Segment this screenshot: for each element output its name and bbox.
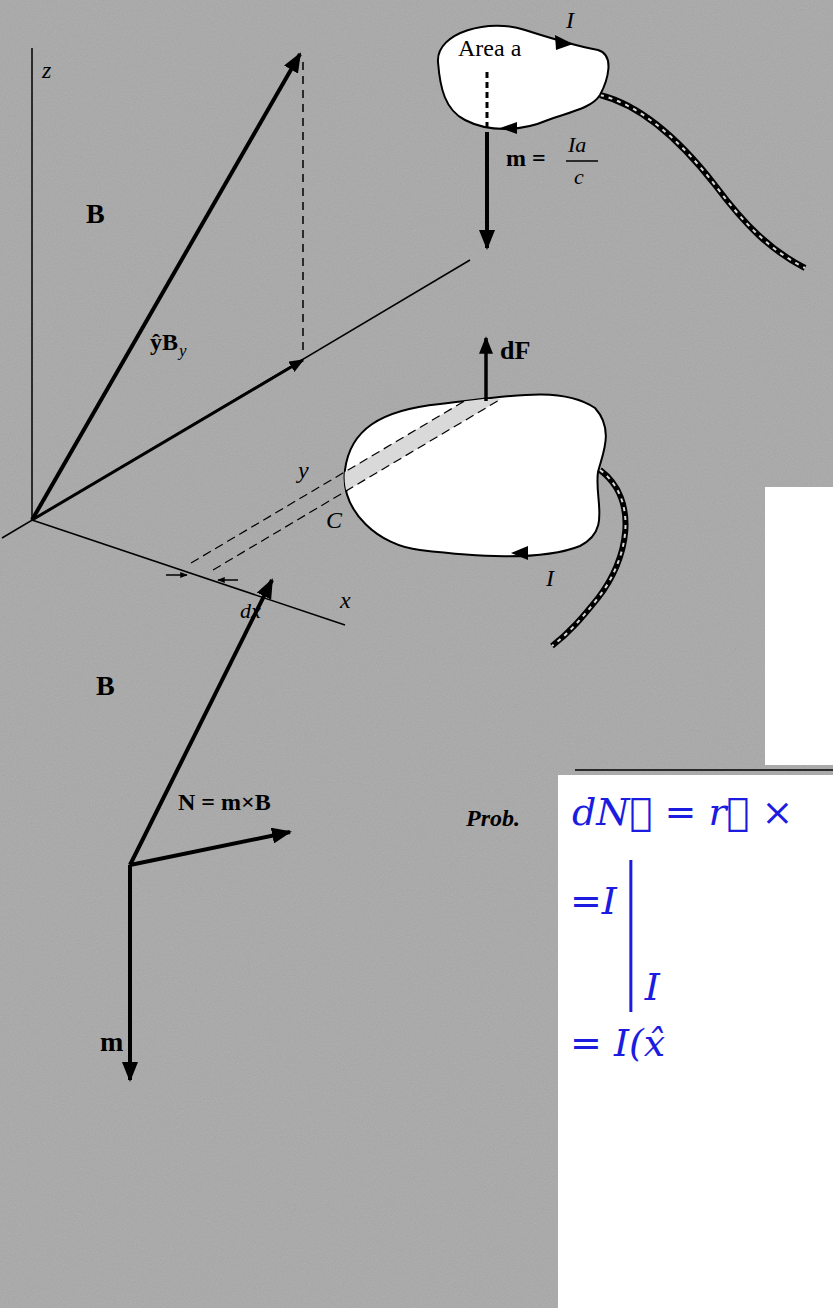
fraction-bar bbox=[566, 160, 598, 162]
current-arrowhead bbox=[500, 122, 517, 134]
equation-panel: dN⃗ = r⃗ × =I I = I(x̂ bbox=[558, 775, 833, 1308]
torque-label: N = m×B bbox=[178, 790, 271, 814]
matrix-entry: I bbox=[645, 968, 660, 1006]
axis-label: x bbox=[340, 588, 351, 612]
torque-vector bbox=[130, 832, 290, 865]
distance-label: y bbox=[298, 458, 309, 482]
width-arrow bbox=[218, 579, 238, 581]
twisted-wire bbox=[600, 95, 805, 268]
force-vector bbox=[484, 338, 488, 401]
current-arrowhead bbox=[511, 546, 528, 560]
vector-label: B bbox=[86, 200, 105, 228]
fraction-denominator: c bbox=[574, 166, 584, 188]
current-loop bbox=[345, 394, 606, 556]
moment-vector bbox=[485, 132, 489, 248]
force-label: dF bbox=[500, 338, 530, 364]
area-label: Area a bbox=[458, 36, 521, 60]
vector-label: B bbox=[96, 672, 115, 700]
z-axis bbox=[31, 48, 33, 520]
strip bbox=[191, 399, 501, 570]
current-label: I bbox=[546, 566, 554, 590]
node-outline bbox=[425, 4, 625, 144]
field-vector bbox=[130, 580, 272, 865]
width-arrow bbox=[166, 574, 187, 576]
width-label: dx bbox=[240, 600, 261, 622]
projection-line bbox=[302, 62, 304, 352]
field-vector bbox=[32, 54, 300, 520]
determinant-bar bbox=[629, 860, 632, 1012]
current-label: I bbox=[566, 8, 574, 32]
equation-line: dN⃗ = r⃗ × bbox=[572, 793, 793, 831]
axis-label: z bbox=[42, 58, 51, 82]
strip-edge bbox=[191, 399, 468, 563]
moment-label: m = bbox=[506, 146, 546, 170]
subscript: y bbox=[179, 342, 187, 359]
strip-edge bbox=[213, 399, 501, 570]
fraction-numerator: Ia bbox=[568, 134, 586, 156]
loop-outline bbox=[438, 26, 609, 129]
x-axis bbox=[32, 520, 345, 625]
twisted-wire bbox=[600, 95, 805, 268]
moment-vector bbox=[128, 865, 132, 1080]
normal-dashed-line bbox=[486, 72, 489, 130]
component-vector bbox=[32, 360, 303, 520]
curve-label: C bbox=[326, 508, 342, 532]
rule-line bbox=[575, 769, 833, 771]
vector-label: ŷB bbox=[150, 330, 178, 354]
equation-line: =I bbox=[570, 882, 617, 920]
equation-line: = I(x̂ bbox=[570, 1024, 665, 1062]
problem-label: Prob. bbox=[466, 806, 520, 830]
current-loop: Area a bbox=[425, 4, 625, 144]
vector-label: m bbox=[100, 1028, 123, 1056]
current-arrowhead bbox=[555, 35, 573, 50]
white-panel bbox=[765, 487, 833, 765]
